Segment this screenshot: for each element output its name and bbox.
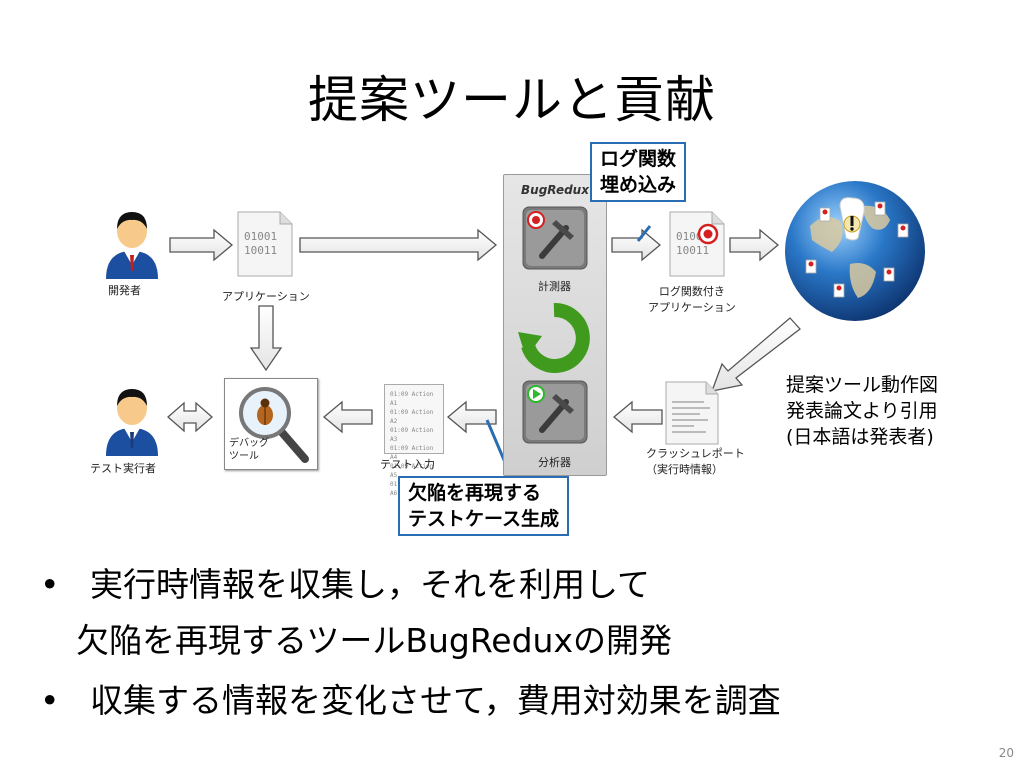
analyzer-hammer-icon	[522, 380, 588, 444]
bullet-1-line-1: 実行時情報を収集し，それを利用して	[90, 565, 651, 604]
arrow-app-to-debugtool	[249, 305, 283, 372]
arrow-testinput-to-debug	[322, 400, 373, 434]
test-input-line: 01:09 Action A1	[390, 391, 434, 407]
application-file-icon: 01001 10011	[236, 210, 294, 278]
arrow-bugredux-to-logged	[611, 228, 662, 262]
callout-reproduce-line-2: テストケース生成	[408, 508, 560, 530]
test-input-file-icon: 01:09 Action A1 01:09 Action A2 01:09 Ac…	[384, 384, 444, 497]
figure-source-note: 提案ツール動作図 発表論文より引用 (日本語は発表者)	[786, 372, 938, 450]
bullet-2-line-1: 収集する情報を変化させて，費用対効果を調査	[90, 681, 781, 720]
app-code-line-1: 01001	[244, 230, 277, 243]
arrow-logged-to-globe	[729, 228, 780, 262]
tester-person-icon	[106, 389, 158, 456]
tester-label: テスト実行者	[90, 462, 156, 475]
logged-app-label-line-2: アプリケーション	[648, 301, 736, 314]
debug-tool-box: デバッグ ツール	[224, 378, 318, 470]
instrumenter-hammer-icon	[522, 206, 588, 270]
page-number: 20	[998, 746, 1014, 760]
application-label: アプリケーション	[222, 290, 310, 303]
note-line-2: 発表論文より引用	[786, 400, 938, 422]
arrow-crash-to-analyzer	[612, 400, 663, 434]
test-input-line: 01:09 Action A4	[390, 445, 434, 461]
crash-report-file-icon	[664, 380, 720, 446]
callout-log-embed-line-1: ログ関数	[600, 148, 677, 170]
crash-report-label-line-1: クラッシュレポート	[646, 447, 745, 460]
callout-reproduce: 欠陥を再現する テストケース生成	[398, 476, 570, 536]
test-input-line: 01:09 Action A2	[390, 409, 434, 425]
crash-report-label: クラッシュレポート （実行時情報）	[646, 446, 745, 478]
bullet-item-1: • 実行時情報を収集し，それを利用して	[40, 558, 650, 606]
arrow-globe-to-crash	[710, 317, 801, 392]
bullet-item-2: • 収集する情報を変化させて，費用対効果を調査	[40, 674, 781, 722]
test-input-label: テスト入力	[380, 458, 435, 471]
analyzer-label: 分析器	[538, 456, 571, 469]
debug-tool-label-line-2: ツール	[229, 451, 259, 462]
debug-tool-label-line-1: デバッグ	[229, 438, 269, 449]
developer-label: 開発者	[108, 284, 141, 297]
test-input-line: 01:09 Action A3	[390, 427, 434, 443]
bugredux-name: BugRedux	[521, 183, 589, 197]
crash-report-label-line-2: （実行時情報）	[646, 463, 723, 476]
arrow-analyzer-to-testinput	[446, 400, 497, 434]
app-code-line-2: 10011	[244, 244, 277, 257]
slide-title: 提案ツールと貢献	[308, 71, 716, 129]
logged-application-file-icon: 01001 10011	[668, 210, 726, 278]
callout-reproduce-line-1: 欠陥を再現する	[408, 482, 542, 504]
arrow-debug-tester-bidir	[167, 401, 213, 433]
developer-person-icon	[106, 212, 158, 279]
bullet-1-line-2: 欠陥を再現するツールBugReduxの開発	[76, 621, 672, 660]
callout-log-embed: ログ関数 埋め込み	[590, 142, 687, 202]
arrow-dev-to-app	[169, 228, 234, 262]
test-input-line: 01:09 Action A5	[390, 463, 434, 479]
callout-log-embed-line-2: 埋め込み	[600, 174, 677, 196]
cycle-arrow-icon	[518, 302, 590, 373]
globe-icon	[785, 181, 925, 321]
logged-app-label-line-1: ログ関数付き	[658, 285, 725, 298]
logged-code-line-2: 10011	[676, 244, 709, 257]
note-line-3: (日本語は発表者)	[786, 426, 934, 448]
magnifier-bug-icon	[239, 387, 309, 463]
logged-app-label: ログ関数付き アプリケーション	[648, 284, 736, 316]
bullet-dot: •	[40, 681, 60, 720]
note-line-1: 提案ツール動作図	[786, 374, 939, 396]
instrumenter-label: 計測器	[538, 280, 571, 293]
arrow-app-to-bugredux	[299, 228, 498, 262]
bullet-dot: •	[40, 565, 60, 604]
